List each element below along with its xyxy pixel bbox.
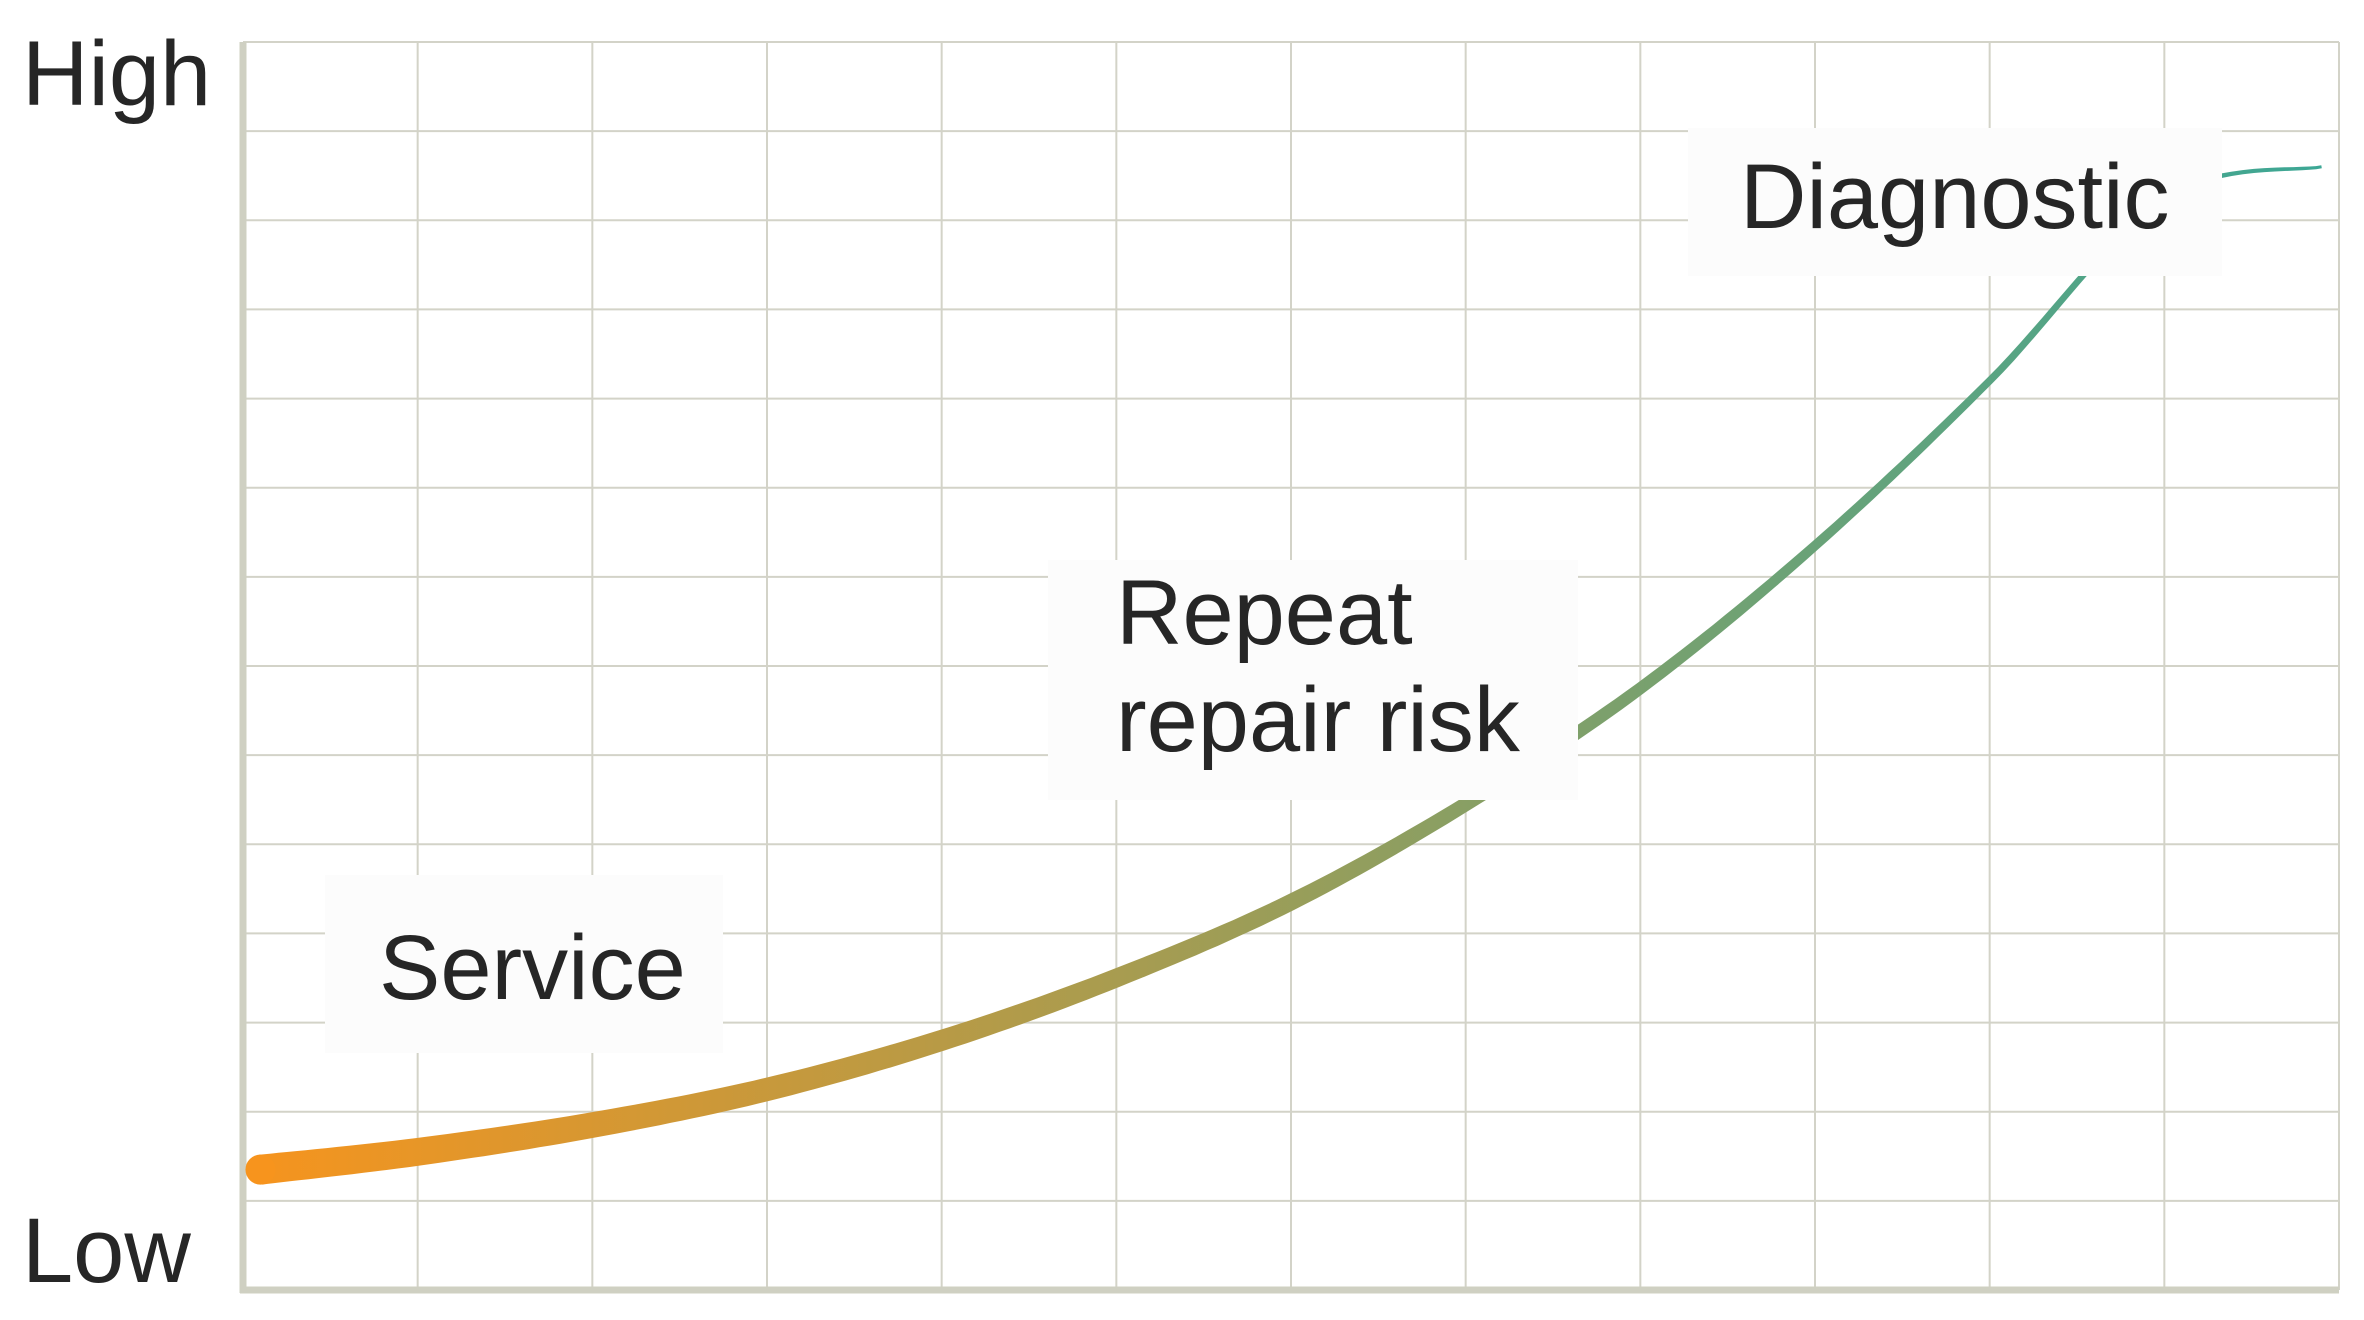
y-axis-high-label: High	[22, 23, 212, 125]
annotation-diagnostic: Diagnostic	[1688, 128, 2222, 276]
annotation-repeat-repair-risk: Repeat repair risk	[1048, 560, 1578, 800]
series-layer	[245, 165, 2322, 1185]
annotation-service: Service	[325, 875, 723, 1053]
axes	[239, 42, 2339, 1294]
series-start-cap	[245, 1154, 276, 1185]
y-axis-low-label: Low	[22, 1200, 191, 1302]
